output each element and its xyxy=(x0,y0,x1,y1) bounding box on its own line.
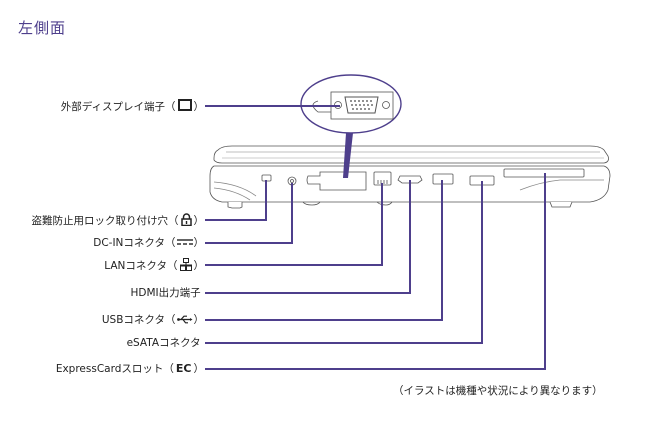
dc-icon xyxy=(176,239,193,245)
label-dcin-text: DC-INコネクタ xyxy=(93,237,165,249)
expresscard-icon: EC xyxy=(175,362,192,375)
network-icon xyxy=(179,258,192,271)
ports xyxy=(261,168,585,191)
label-usb: USBコネクタ（） xyxy=(101,314,204,326)
leader-hdmi xyxy=(205,180,411,294)
label-display-text: 外部ディスプレイ端子 xyxy=(60,101,165,113)
label-usb-text: USBコネクタ xyxy=(101,314,165,326)
label-display: 外部ディスプレイ端子（） xyxy=(60,99,204,113)
label-lan-text: LANコネクタ xyxy=(104,260,167,272)
leader-lock xyxy=(205,180,267,221)
illustration-note: （イラストは機種や状況により異なります） xyxy=(393,385,603,397)
label-expresscard-text: ExpressCardスロット xyxy=(55,363,164,375)
display-port-cover xyxy=(306,171,367,191)
label-dcin: DC-INコネクタ（） xyxy=(93,237,204,249)
display-connector-zoom xyxy=(300,74,402,178)
display-icon xyxy=(177,99,192,111)
page-title: 左側面 xyxy=(18,19,67,37)
lock-icon xyxy=(180,213,192,227)
label-lock: 盗難防止用ロック取り付け穴（） xyxy=(31,213,204,227)
label-esata-text: eSATAコネクタ xyxy=(126,337,201,349)
usb-icon xyxy=(176,315,192,324)
leader-lines xyxy=(205,105,546,370)
label-hdmi-text: HDMI出力端子 xyxy=(130,287,201,299)
label-expresscard: ExpressCardスロット（EC） xyxy=(55,362,204,375)
leader-esata xyxy=(205,181,483,344)
label-lock-text: 盗難防止用ロック取り付け穴 xyxy=(31,215,169,227)
leader-usb xyxy=(205,180,443,321)
label-lan: LANコネクタ（） xyxy=(104,258,204,272)
leader-expresscard xyxy=(205,173,546,370)
hdmi-port xyxy=(397,175,423,184)
leader-dcin xyxy=(205,183,293,244)
label-hdmi: HDMI出力端子 xyxy=(131,286,204,300)
leader-lan xyxy=(205,183,383,266)
label-esata: eSATAコネクタ xyxy=(127,336,204,350)
